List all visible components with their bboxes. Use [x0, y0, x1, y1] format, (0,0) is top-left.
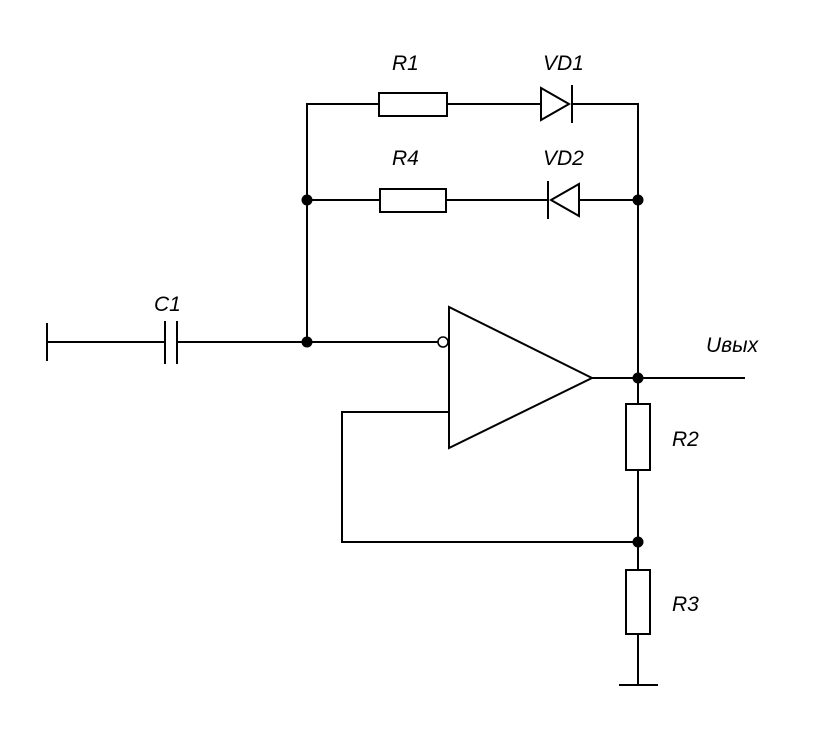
resistor-r4 [379, 188, 447, 213]
label-vd2: VD2 [543, 147, 584, 170]
junction-dot [301, 194, 313, 206]
junctions [301, 194, 644, 548]
junction-dot [632, 372, 644, 384]
label-r2: R2 [672, 428, 699, 451]
label-r3: R3 [672, 593, 699, 616]
inverting-input-bubble [437, 336, 449, 348]
label-r4: R4 [392, 147, 419, 170]
label-r1: R1 [392, 52, 419, 75]
resistor-r2 [625, 403, 651, 471]
op-amp [437, 305, 595, 450]
junction-dot [632, 194, 644, 206]
diode-vd2 [547, 181, 580, 219]
resistor-r3 [625, 569, 651, 635]
label-c1: C1 [154, 293, 181, 316]
wires [46, 103, 745, 686]
resistor-r1 [378, 92, 448, 117]
label-output-voltage: Uвых [706, 334, 760, 357]
capacitor-c1 [164, 321, 178, 364]
junction-dot [632, 536, 644, 548]
label-vd1: VD1 [543, 52, 584, 75]
diode-vd1 [540, 85, 573, 123]
junction-dot [301, 336, 313, 348]
